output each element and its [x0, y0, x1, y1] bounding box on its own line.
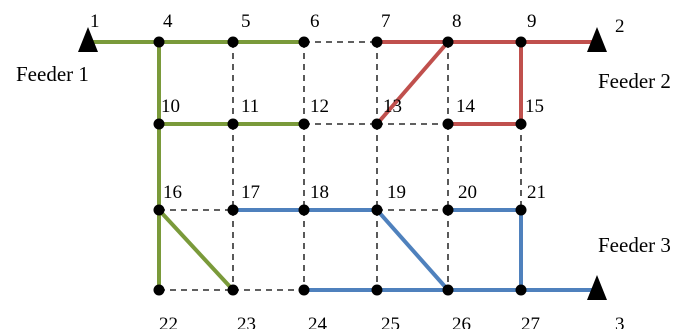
node-27-dot [515, 284, 527, 296]
node-14-dot [442, 118, 454, 130]
node-11-label: 11 [241, 96, 259, 117]
node-10-label: 10 [161, 96, 180, 117]
node-17-dot [227, 204, 239, 216]
feeder-2-label: Feeder 2 [598, 69, 671, 93]
edges-layer [86, 40, 599, 292]
node-26-dot [442, 284, 454, 296]
node-20-dot [442, 204, 454, 216]
node-1-label: 1 [90, 11, 100, 32]
node-9-dot [515, 36, 527, 48]
feeder-1-source-triangle [78, 27, 98, 52]
node-15-dot [515, 118, 527, 130]
node-2-label: 2 [615, 16, 625, 37]
node-17-label: 17 [241, 182, 260, 203]
node-21-dot [515, 204, 527, 216]
node-24-dot [298, 284, 310, 296]
branch-line-26-19 [375, 208, 450, 292]
node-5-label: 5 [241, 11, 251, 32]
feeder-3-label: Feeder 3 [598, 233, 671, 257]
branch-line-8-13 [375, 40, 450, 126]
node-23-label: 23 [237, 314, 256, 329]
node-9-label: 9 [527, 11, 537, 32]
node-8-dot [442, 36, 454, 48]
node-4-label: 4 [163, 11, 173, 32]
node-24-label: 24 [308, 314, 328, 329]
node-5-dot [227, 36, 239, 48]
node-12-label: 12 [310, 96, 329, 117]
node-26-label: 26 [452, 314, 471, 329]
node-19-label: 19 [387, 182, 406, 203]
node-16-dot [153, 204, 165, 216]
node-7-dot [371, 36, 383, 48]
node-3-label: 3 [615, 314, 625, 329]
node-12-dot [298, 118, 310, 130]
node-6-label: 6 [310, 11, 320, 32]
node-23-dot [227, 284, 239, 296]
node-18-label: 18 [310, 182, 329, 203]
node-25-label: 25 [381, 314, 400, 329]
node-27-label: 27 [521, 314, 540, 329]
node-22-label: 22 [159, 314, 178, 329]
node-6-dot [298, 36, 310, 48]
node-18-dot [298, 204, 310, 216]
feeder-2-source-triangle [587, 27, 607, 52]
sources-layer [78, 27, 607, 300]
node-21-label: 21 [527, 182, 546, 203]
nodes-layer [153, 36, 527, 296]
node-11-dot [227, 118, 239, 130]
node-14-label: 14 [456, 96, 476, 117]
node-20-label: 20 [458, 182, 477, 203]
feeder-1-label: Feeder 1 [16, 62, 89, 86]
node-4-dot [153, 36, 165, 48]
branch-line-16-23 [157, 208, 235, 292]
feeder-3-source-triangle [587, 275, 607, 300]
node-25-dot [371, 284, 383, 296]
node-16-label: 16 [163, 182, 182, 203]
node-13-label: 13 [383, 96, 402, 117]
node-13-dot [371, 118, 383, 130]
node-10-dot [153, 118, 165, 130]
node-19-dot [371, 204, 383, 216]
node-22-dot [153, 284, 165, 296]
node-15-label: 15 [525, 96, 544, 117]
node-8-label: 8 [452, 11, 462, 32]
node-7-label: 7 [381, 11, 391, 32]
